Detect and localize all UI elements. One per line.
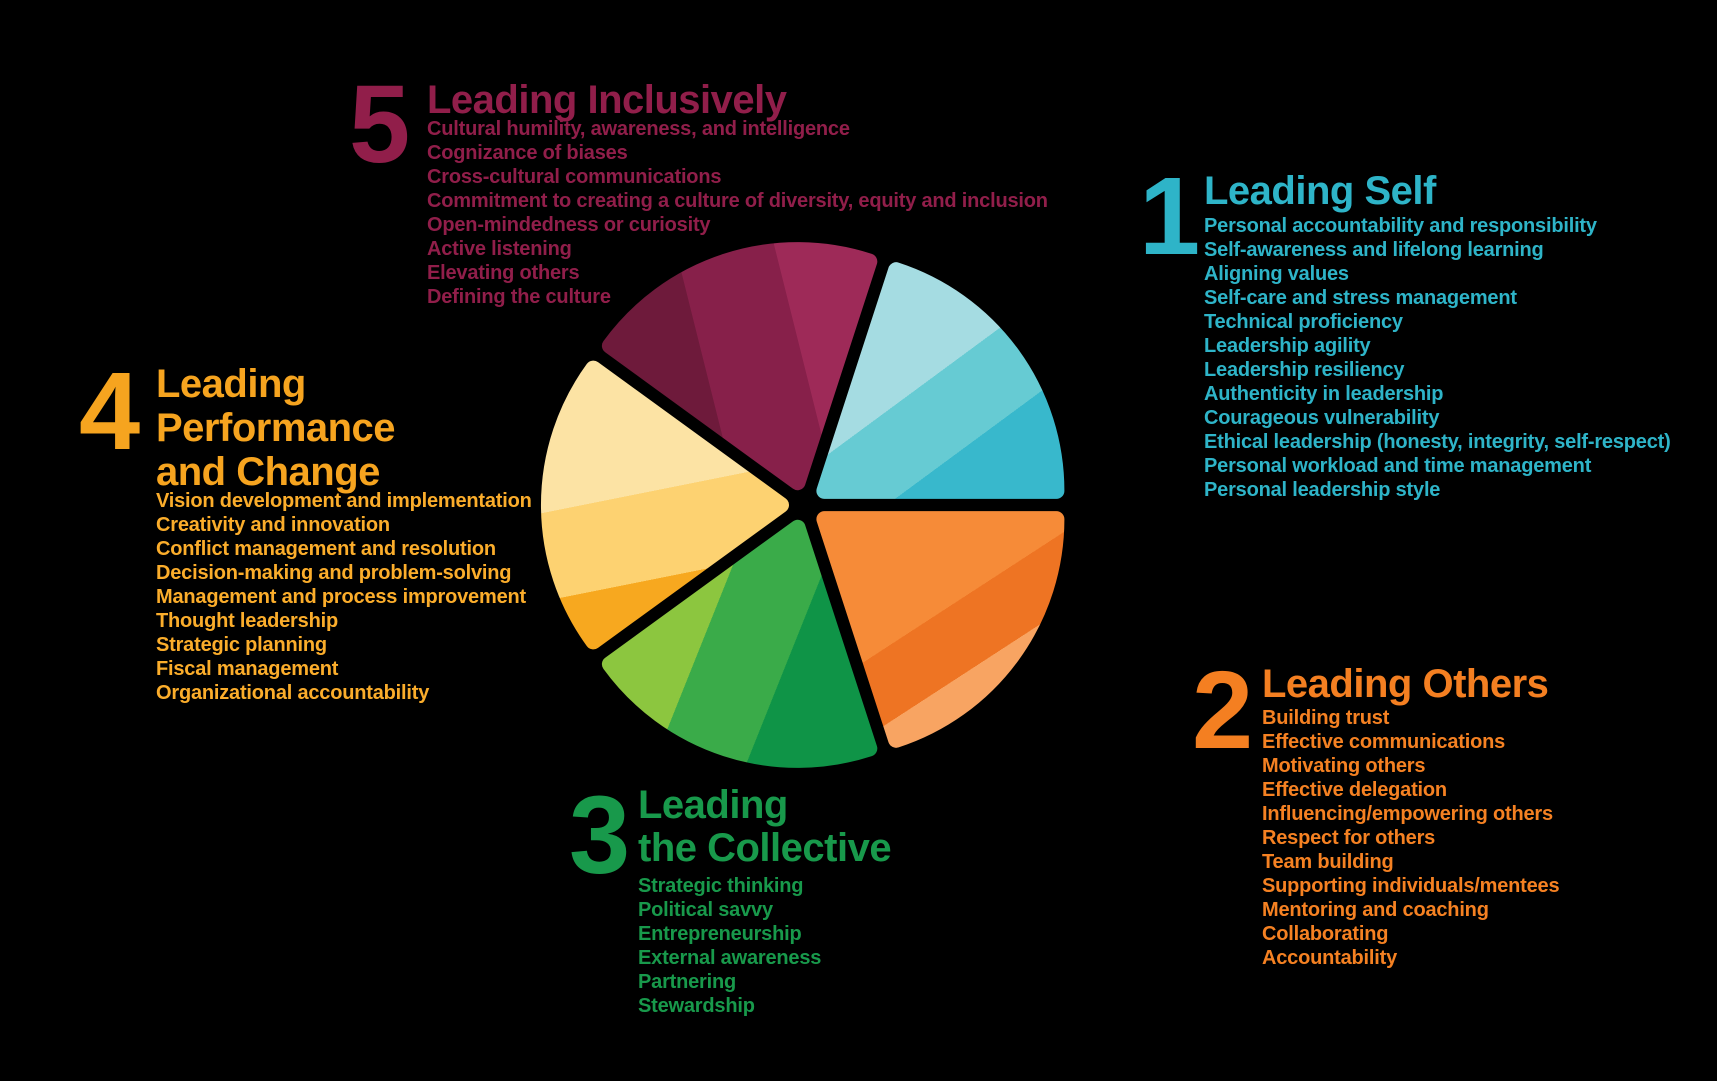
- pie-wedge-leading-the-collective: [601, 519, 878, 768]
- section-item: Team building: [1262, 851, 1394, 873]
- section-title: Leading Inclusively: [427, 80, 1048, 120]
- section-number: 3: [569, 774, 630, 897]
- section-title: Leading Self: [1204, 171, 1671, 211]
- section-item: Personal leadership style: [1204, 479, 1441, 501]
- section-item: Decision-making and problem-solving: [156, 562, 512, 584]
- section-item: Creativity and innovation: [156, 514, 390, 536]
- section-item: Political savvy: [638, 899, 773, 921]
- section-item: Strategic planning: [156, 634, 327, 656]
- section-item: Defining the culture: [427, 286, 611, 308]
- section-item: Effective delegation: [1262, 779, 1447, 801]
- section-title-line: Leading Inclusively: [427, 78, 787, 122]
- section-item: Aligning values: [1204, 263, 1349, 285]
- section-title-line: Leading: [156, 362, 306, 406]
- section-item: External awareness: [638, 947, 822, 969]
- section-item: Leadership agility: [1204, 335, 1371, 357]
- section-item: Effective communications: [1262, 731, 1506, 753]
- section-item: Building trust: [1262, 707, 1390, 729]
- section-item: Elevating others: [427, 262, 580, 284]
- section-title: Leading Others: [1262, 664, 1559, 704]
- section-item: Collaborating: [1262, 923, 1389, 945]
- section-item: Cultural humility, awareness, and intell…: [427, 118, 850, 140]
- section-item: Commitment to creating a culture of dive…: [427, 190, 1048, 212]
- section-number: 4: [79, 350, 140, 473]
- section-item: Conflict management and resolution: [156, 538, 496, 560]
- section-item: Authenticity in leadership: [1204, 383, 1444, 405]
- section-item: Self-care and stress management: [1204, 287, 1517, 309]
- section-items: Cultural humility, awareness, and intell…: [427, 117, 1048, 309]
- section-title-line: Leading Self: [1204, 169, 1436, 213]
- section-item: Motivating others: [1262, 755, 1426, 777]
- section-item: Technical proficiency: [1204, 311, 1403, 333]
- section-item: Respect for others: [1262, 827, 1436, 849]
- section-item: Courageous vulnerability: [1204, 407, 1440, 429]
- section-item: Leadership resiliency: [1204, 359, 1405, 381]
- section-item: Cross-cultural communications: [427, 166, 722, 188]
- section-item: Mentoring and coaching: [1262, 899, 1489, 921]
- section-item: Cognizance of biases: [427, 142, 628, 164]
- section-item: Stewardship: [638, 995, 755, 1017]
- section-item: Open-mindedness or curiosity: [427, 214, 711, 236]
- section-title-line: the Collective: [638, 826, 892, 870]
- section-title-line: and Change: [156, 450, 380, 494]
- pie-wedge-leading-others: [816, 511, 1065, 748]
- section-item: Fiscal management: [156, 658, 339, 680]
- pie-wedge-leading-inclusively: [601, 242, 878, 491]
- section-item: Supporting individuals/mentees: [1262, 875, 1560, 897]
- section-number: 5: [349, 63, 410, 186]
- section-item: Thought leadership: [156, 610, 338, 632]
- section-number: 1: [1139, 155, 1200, 278]
- section-number: 2: [1192, 649, 1253, 772]
- section-item: Influencing/empowering others: [1262, 803, 1553, 825]
- section-item: Strategic thinking: [638, 875, 804, 897]
- section-item: Vision development and implementation: [156, 490, 532, 512]
- pie-wedge-leading-performance-and-change: [541, 360, 789, 650]
- section-item: Organizational accountability: [156, 682, 430, 704]
- section-items: Personal accountability and responsibili…: [1204, 214, 1671, 502]
- section-item: Management and process improvement: [156, 586, 526, 608]
- section-item: Active listening: [427, 238, 572, 260]
- section-title-line: Leading: [638, 783, 788, 827]
- pie-wedge-leading-self: [816, 262, 1065, 499]
- section-title-line: Performance: [156, 406, 396, 450]
- section-title-line: Leading Others: [1262, 662, 1549, 706]
- section-item: Entrepreneurship: [638, 923, 802, 945]
- section-item: Partnering: [638, 971, 737, 993]
- section-item: Accountability: [1262, 947, 1397, 969]
- section-item: Ethical leadership (honesty, integrity, …: [1204, 431, 1671, 453]
- section-item: Personal workload and time management: [1204, 455, 1592, 477]
- section-item: Self-awareness and lifelong learning: [1204, 239, 1544, 261]
- section-item: Personal accountability and responsibili…: [1204, 215, 1597, 237]
